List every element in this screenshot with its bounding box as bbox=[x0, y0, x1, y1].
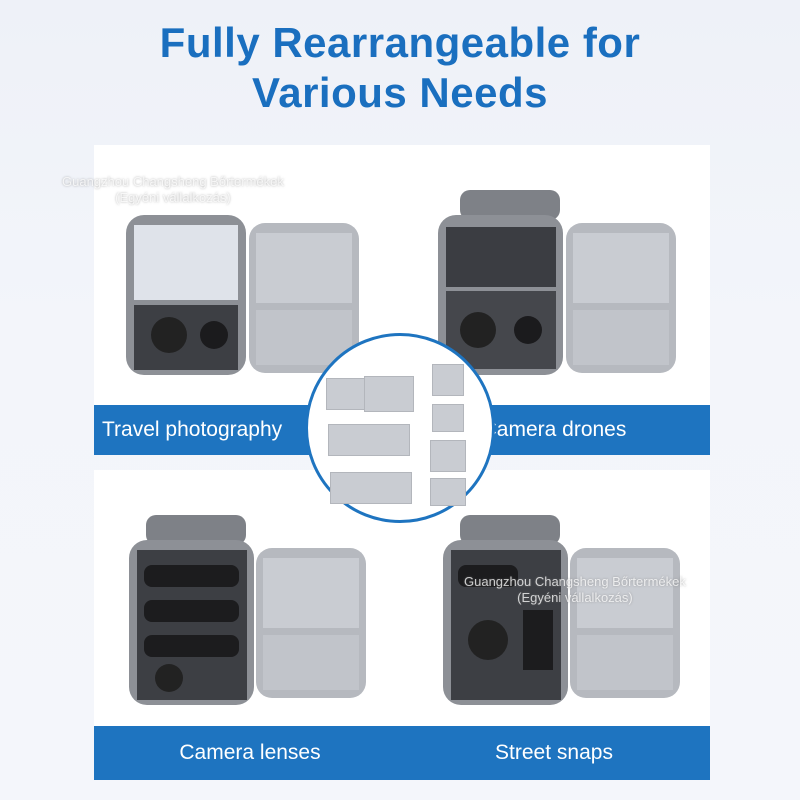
divider-piece bbox=[430, 478, 466, 506]
backpack-image bbox=[438, 190, 676, 375]
dividers-circle bbox=[305, 333, 495, 523]
divider-piece bbox=[432, 404, 464, 432]
panel-street-snaps: Street snaps bbox=[398, 470, 710, 780]
watermark-line-2: (Egyéni vállalkozás) bbox=[517, 590, 633, 605]
watermark: Guangzhou Changsheng Bőrtermékek (Egyéni… bbox=[464, 574, 686, 606]
divider-piece bbox=[326, 378, 366, 410]
watermark: Guangzhou Changsheng Bőrtermékek (Egyéni… bbox=[62, 174, 284, 206]
divider-piece bbox=[364, 376, 414, 412]
watermark-line-1: Guangzhou Changsheng Bőrtermékek bbox=[62, 174, 284, 189]
backpack-image bbox=[126, 215, 359, 375]
watermark-line-2: (Egyéni vállalkozás) bbox=[115, 190, 231, 205]
panel-label: Street snaps bbox=[398, 726, 710, 780]
panel-label: Camera lenses bbox=[94, 726, 406, 780]
divider-piece bbox=[330, 472, 412, 504]
headline-line-2: Various Needs bbox=[252, 69, 548, 116]
headline-line-1: Fully Rearrangeable for bbox=[159, 19, 641, 66]
headline: Fully Rearrangeable for Various Needs bbox=[0, 18, 800, 118]
divider-piece bbox=[432, 364, 464, 396]
divider-piece bbox=[430, 440, 466, 472]
backpack-image bbox=[443, 515, 680, 705]
divider-piece bbox=[328, 424, 410, 456]
backpack-image bbox=[129, 515, 366, 705]
watermark-line-1: Guangzhou Changsheng Bőrtermékek bbox=[464, 574, 686, 589]
panel-camera-lenses: Camera lenses bbox=[94, 470, 406, 780]
